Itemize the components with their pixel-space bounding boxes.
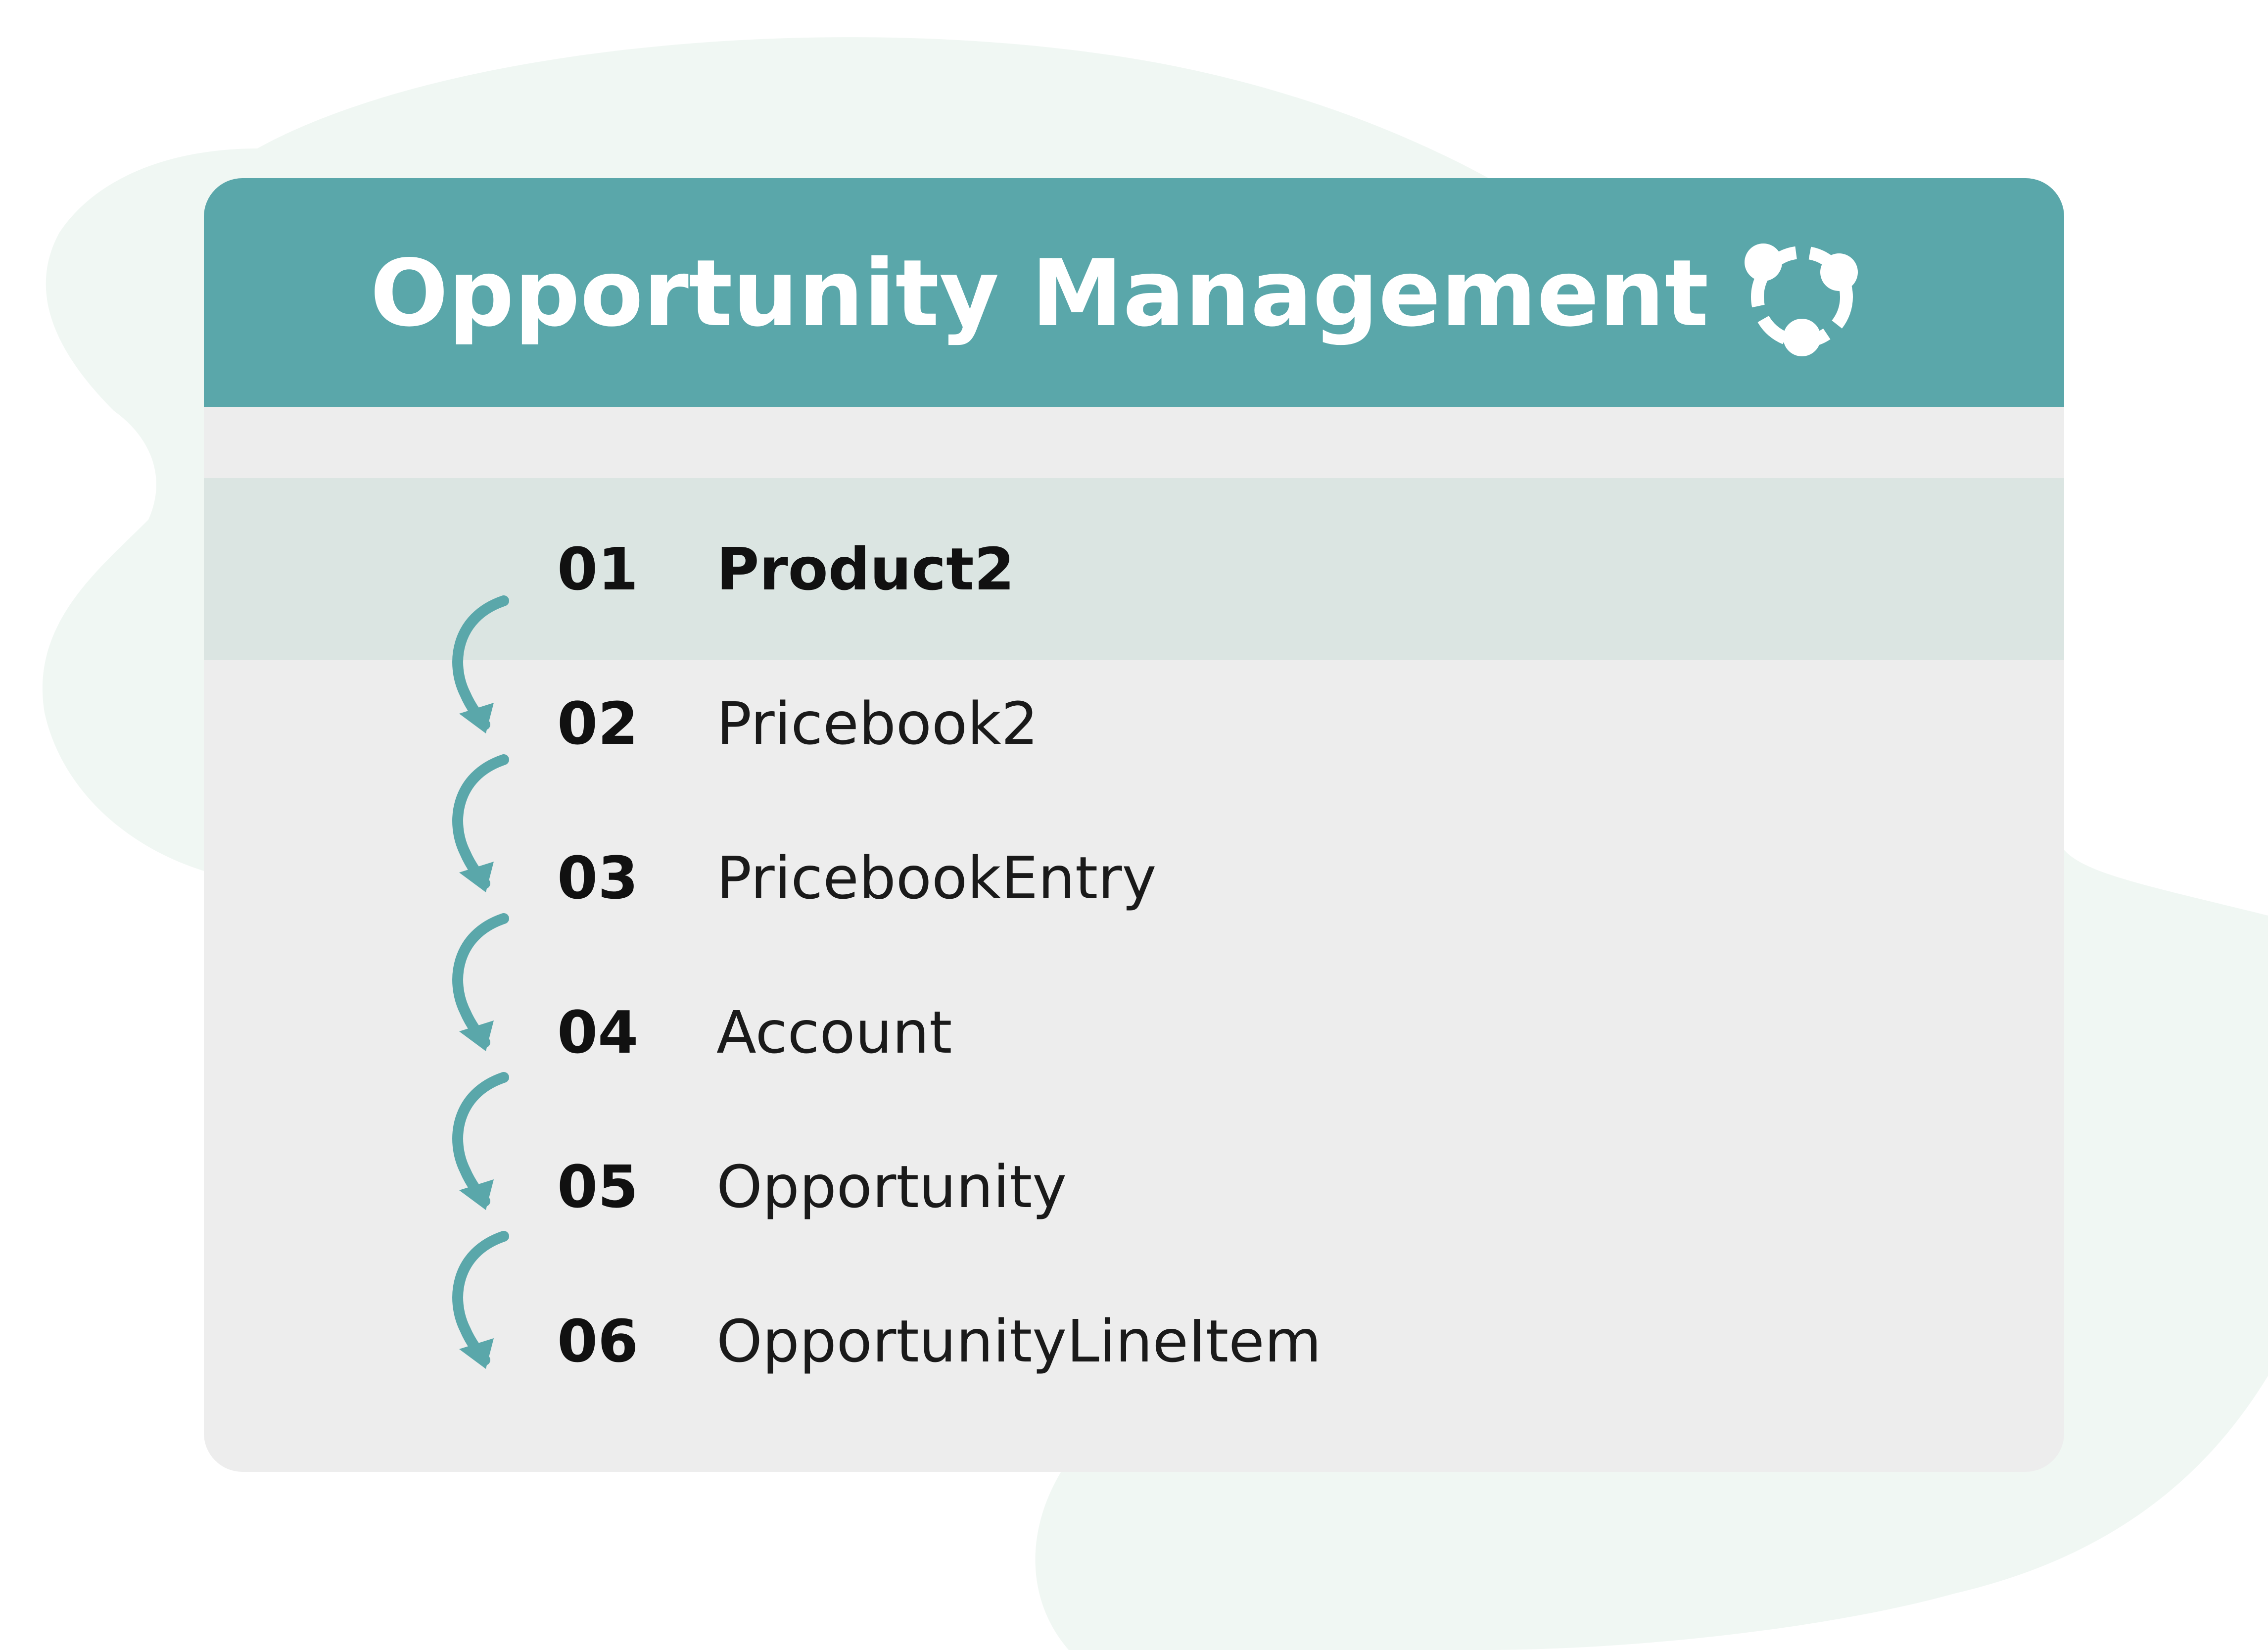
- step-row-04: 04 Account: [204, 983, 2064, 1082]
- card-header: Opportunity Management: [204, 178, 2064, 407]
- curved-down-arrow-icon: [452, 1072, 509, 1210]
- step-label: Opportunity: [716, 1153, 1067, 1221]
- step-number: 06: [557, 1307, 639, 1375]
- curved-down-arrow-icon: [452, 913, 509, 1051]
- step-number: 02: [557, 689, 639, 758]
- step-row-03: 03 PricebookEntry: [204, 828, 2064, 927]
- step-number: 05: [557, 1153, 639, 1221]
- curved-down-arrow-icon: [452, 595, 509, 733]
- step-label: OpportunityLineItem: [716, 1307, 1322, 1375]
- step-label: Product2: [716, 535, 1015, 603]
- step-label: Pricebook2: [716, 689, 1039, 758]
- step-number: 04: [557, 998, 639, 1067]
- step-label: PricebookEntry: [716, 844, 1157, 912]
- step-row-02: 02 Pricebook2: [204, 674, 2064, 773]
- step-label: Account: [716, 998, 952, 1067]
- curved-down-arrow-icon: [452, 754, 509, 892]
- connected-nodes-icon: [1745, 243, 1858, 356]
- step-number: 01: [557, 535, 639, 603]
- step-row-05: 05 Opportunity: [204, 1137, 2064, 1236]
- card-title: Opportunity Management: [370, 240, 1709, 347]
- step-row-01: 01 Product2: [204, 520, 2064, 619]
- active-step-highlight: [204, 478, 2064, 660]
- opportunity-management-card: Opportunity Management 01 Product2 02 Pr…: [204, 178, 2064, 1472]
- step-number: 03: [557, 844, 639, 912]
- step-row-06: 06 OpportunityLineItem: [204, 1292, 2064, 1391]
- curved-down-arrow-icon: [452, 1231, 509, 1369]
